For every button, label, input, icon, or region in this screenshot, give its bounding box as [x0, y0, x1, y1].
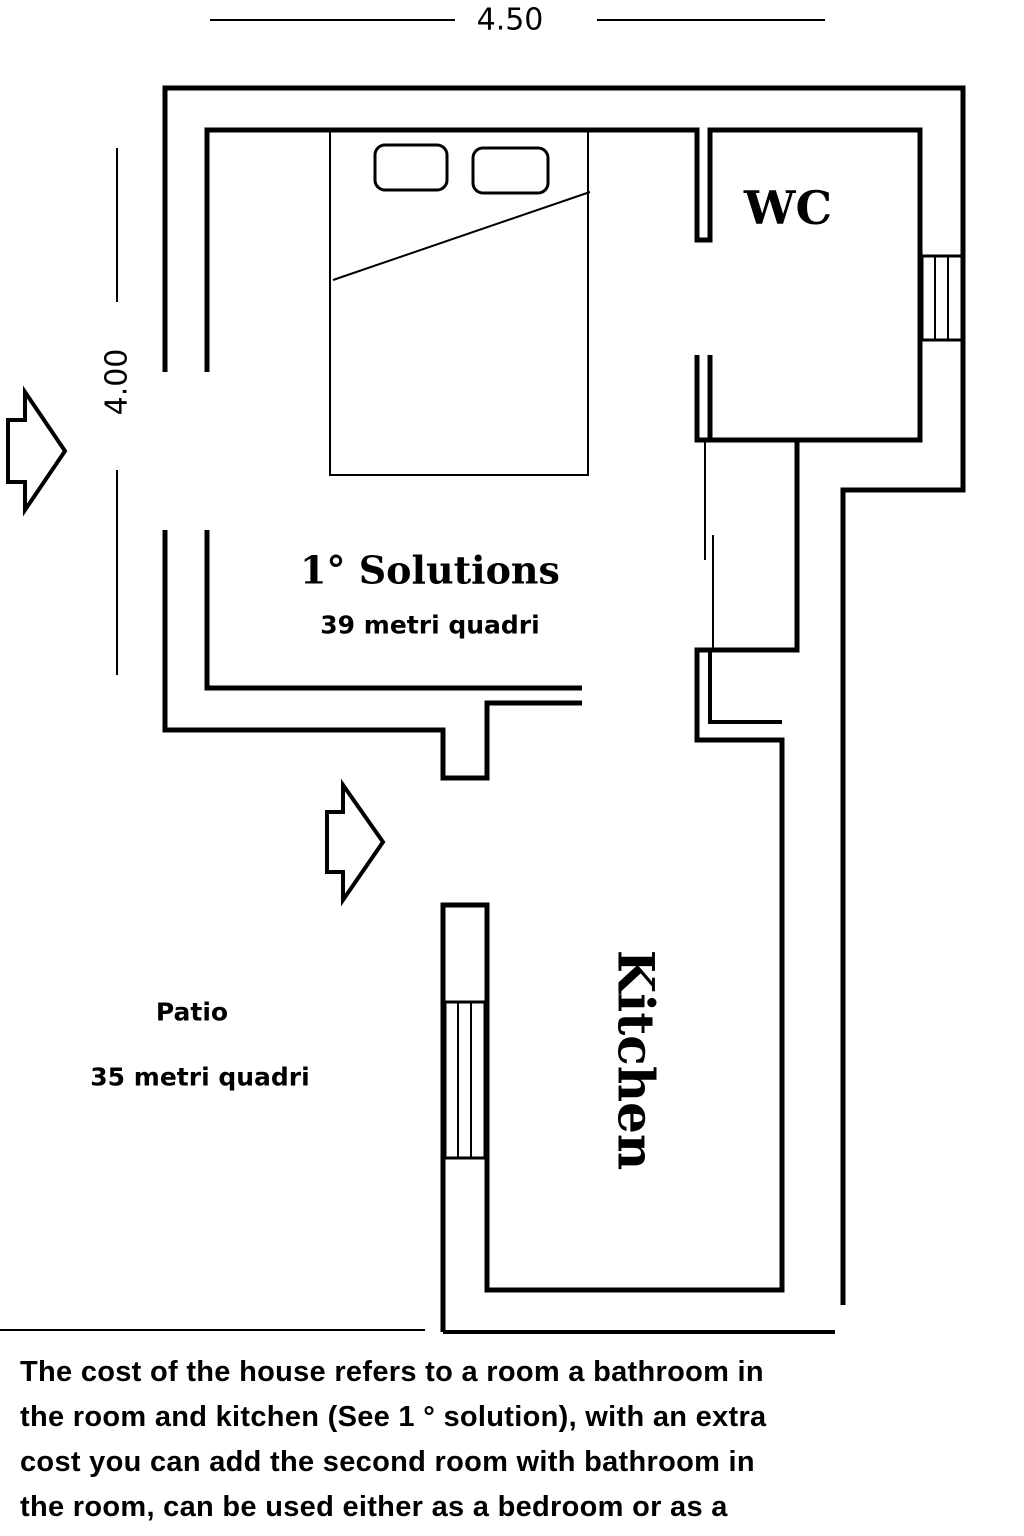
depth-dimension-label: 4.00	[99, 348, 135, 416]
pillow	[373, 143, 449, 192]
bed	[329, 130, 589, 476]
kitchen-label: Kitchen	[606, 949, 666, 1171]
description-line: cost you can add the second room with ba…	[20, 1446, 755, 1478]
corridor-wall	[440, 440, 800, 1332]
main-room-title: 1° Solutions	[300, 547, 560, 593]
pillow	[471, 146, 550, 195]
description-line: the room, can be used either as a bedroo…	[20, 1491, 728, 1523]
entrance-arrow-icon	[6, 385, 68, 517]
bed-sheet-line	[332, 191, 591, 281]
outer-wall-left-lower	[162, 530, 582, 781]
patio-area: 35 metri quadri	[90, 1062, 310, 1092]
width-dimension-label: 4.50	[476, 2, 544, 38]
wc-window	[920, 254, 964, 342]
corridor-inner-wall	[708, 650, 782, 724]
main-room-area: 39 metri quadri	[320, 610, 540, 640]
inner-wall-left-lower	[204, 530, 582, 691]
description-text: The cost of the house refers to a room a…	[20, 1350, 1020, 1530]
patio-title: Patio	[155, 997, 229, 1027]
kitchen-window	[443, 1000, 487, 1160]
outer-wall-top	[162, 85, 966, 1305]
wc-label: WC	[743, 181, 833, 235]
entrance-arrow-icon	[325, 778, 386, 907]
description-line: The cost of the house refers to a room a…	[20, 1356, 764, 1388]
description-line: the room and kitchen (See 1 ° solution),…	[20, 1401, 767, 1433]
inner-wall-bedroom	[204, 127, 923, 443]
